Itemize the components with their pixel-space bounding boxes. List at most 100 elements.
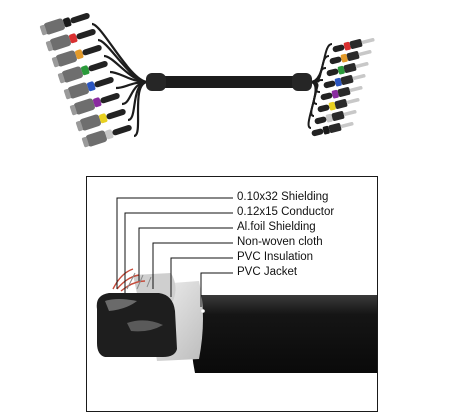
xlr-color-ring [93, 97, 102, 108]
xlr-mouth [57, 72, 65, 84]
xlr-color-ring [69, 33, 78, 44]
xlr-strain-relief [70, 12, 90, 24]
jack-connector [332, 37, 375, 53]
xlr-connector [69, 92, 120, 116]
xlr-connector [45, 28, 96, 52]
xlr-strain-relief [112, 124, 132, 136]
jack-tip [340, 121, 354, 128]
jack-color-ring [337, 65, 345, 75]
jack-body [334, 99, 348, 109]
xlr-mouth [69, 104, 77, 116]
xlr-shell [61, 66, 83, 83]
xlr-strain-relief [100, 92, 120, 104]
layer-label-jacket: PVC Jacket [237, 266, 298, 278]
jack-lead-wire [307, 81, 317, 129]
jack-color-ring [328, 101, 336, 111]
jack-color-ring [331, 89, 339, 99]
jack-tip [346, 97, 360, 104]
xlr-strain-relief [76, 28, 96, 40]
pvc-jacket [191, 295, 377, 373]
leader-line-foil [138, 227, 233, 281]
jack-connector [329, 49, 372, 65]
xlr-shell [73, 98, 95, 115]
jack-strain-relief [317, 104, 330, 113]
xlr-shell [79, 114, 101, 131]
jack-body [337, 87, 351, 97]
xlr-connector [75, 108, 126, 132]
jack-strain-relief [311, 128, 324, 137]
xlr-color-ring [87, 81, 96, 92]
leader-line-shielding [116, 197, 233, 289]
xlr-shell [43, 18, 65, 35]
xlr-shell [67, 82, 89, 99]
xlr-connector [51, 44, 102, 68]
jack-strain-relief [332, 44, 345, 53]
layer-label-cloth: Non-woven cloth [237, 236, 323, 248]
xlr-fanout [39, 12, 149, 148]
jack-body [340, 75, 354, 85]
jack-strain-relief [329, 56, 342, 65]
jack-color-ring [334, 77, 342, 87]
jack-fanout [307, 37, 375, 137]
leader-line-jacket [200, 272, 233, 307]
xlr-color-ring [81, 65, 90, 76]
snake-cable-illustration [39, 12, 375, 148]
jack-strain-relief [314, 116, 327, 125]
jack-body [331, 111, 345, 121]
xlr-mouth [63, 88, 71, 100]
jack-connector [311, 121, 354, 137]
xlr-connector [63, 76, 114, 100]
jack-strain-relief [320, 92, 333, 101]
jacket-marker-dot [201, 309, 205, 313]
xlr-shell [85, 130, 107, 147]
jack-connector [323, 73, 366, 89]
xlr-shell [55, 50, 77, 67]
left-splitter-boot [146, 73, 166, 91]
jack-body [346, 51, 360, 61]
jack-color-ring [322, 125, 330, 135]
jack-body [328, 123, 342, 133]
jack-color-ring [343, 41, 351, 51]
xlr-color-ring [75, 49, 84, 60]
xlr-lead-wire [91, 22, 149, 84]
main-cable [158, 76, 298, 88]
jack-tip [361, 37, 375, 44]
layer-label-insulation: PVC Insulation [237, 251, 314, 263]
xlr-mouth [39, 24, 47, 36]
xlr-color-ring [99, 113, 108, 124]
jack-strain-relief [326, 68, 339, 77]
jack-tip [352, 73, 366, 80]
jack-strain-relief [323, 80, 336, 89]
jack-color-ring [340, 53, 348, 63]
copper-strands [112, 268, 146, 292]
xlr-connector [81, 124, 132, 148]
jack-tip [358, 49, 372, 56]
xlr-shell [49, 34, 71, 51]
jack-connector [326, 61, 369, 77]
xlr-connector [39, 12, 90, 36]
xlr-strain-relief [82, 44, 102, 56]
jack-color-ring [325, 113, 333, 123]
xlr-color-ring [63, 17, 72, 28]
cable-cross-section [96, 197, 377, 373]
xlr-mouth [75, 120, 83, 132]
leader-lines [116, 197, 233, 307]
jack-body [349, 39, 363, 49]
jack-connector [317, 97, 360, 113]
xlr-mouth [51, 56, 59, 68]
jack-tip [349, 85, 363, 92]
leader-line-insulation [170, 257, 233, 297]
conductor-highlight-2 [127, 320, 163, 332]
cable-cross-section-panel: 0.10x32 Shielding 0.12x15 Conductor Al.f… [86, 176, 378, 412]
conductor-highlight [105, 299, 137, 311]
jack-body [343, 63, 357, 73]
jack-tip [343, 109, 357, 116]
braid-strands [126, 272, 152, 290]
xlr-strain-relief [94, 76, 114, 88]
jack-tip [355, 61, 369, 68]
xlr-connector [57, 60, 108, 84]
xlr-strain-relief [106, 108, 126, 120]
jack-lead-wire [309, 43, 333, 83]
leader-line-conductor [124, 212, 233, 293]
xlr-mouth [81, 136, 89, 148]
